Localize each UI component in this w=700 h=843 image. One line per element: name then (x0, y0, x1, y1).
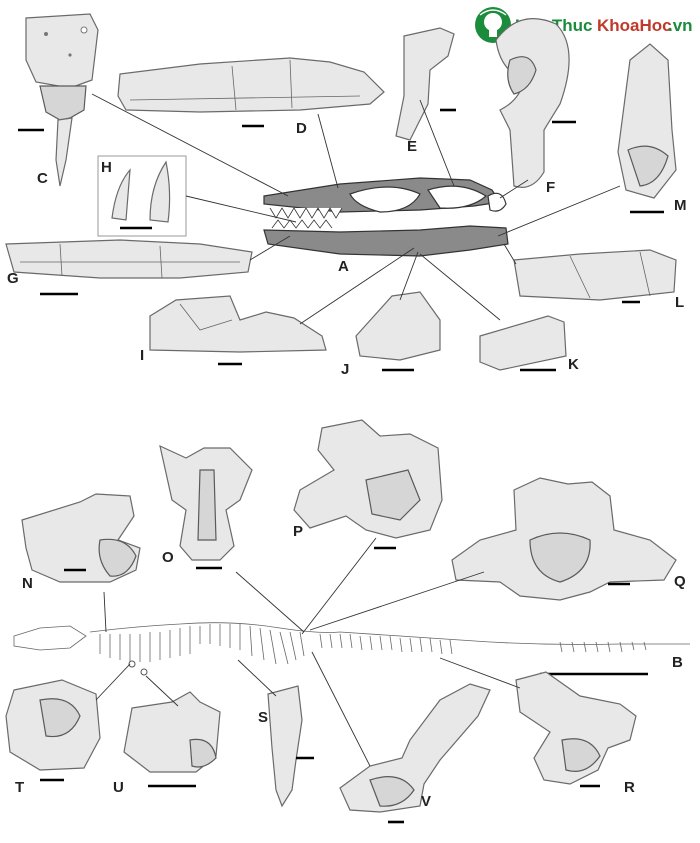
panel-label-g: G (7, 270, 19, 287)
panel-label-t: T (15, 779, 24, 796)
leader-lines-bottom (95, 537, 521, 767)
specimen-g (5, 239, 253, 296)
panel-label-r: R (624, 779, 635, 796)
watermark-suffix: .vn (668, 16, 693, 35)
skull-reconstruction-a (263, 177, 509, 257)
specimen-t (5, 679, 101, 782)
panel-label-a: A (338, 258, 349, 275)
specimen-r (515, 671, 637, 788)
panel-label-l: L (675, 294, 684, 311)
specimen-p (293, 419, 443, 550)
specimen-q (451, 477, 677, 601)
specimen-s (267, 685, 314, 808)
panel-label-v: V (421, 793, 431, 810)
specimen-d (117, 57, 385, 128)
skeleton-reconstruction-b (13, 622, 690, 676)
panel-label-j: J (341, 361, 349, 378)
panel-label-q: Q (674, 573, 686, 590)
specimen-l (513, 249, 677, 304)
watermark-site: KhoaHoc (597, 16, 672, 35)
panel-label-e: E (407, 138, 417, 155)
panel-label-s: S (258, 709, 268, 726)
specimen-i (149, 295, 327, 366)
specimen-f (495, 18, 576, 188)
specimen-k (479, 315, 567, 372)
specimen-h (97, 155, 187, 237)
panel-label-p: P (293, 523, 303, 540)
panel-label-n: N (22, 575, 33, 592)
panel-label-i: I (140, 347, 144, 364)
specimen-u (123, 691, 221, 788)
panel-label-c: C (37, 170, 48, 187)
leader-lines-top (91, 93, 621, 325)
panel-label-d: D (296, 120, 307, 137)
specimen-n (21, 493, 141, 583)
panel-label-h: H (101, 159, 112, 176)
panel-label-f: F (546, 179, 555, 196)
specimen-c (18, 13, 99, 187)
specimen-j (355, 291, 441, 372)
panel-label-u: U (113, 779, 124, 796)
panel-label-o: O (162, 549, 174, 566)
specimen-o (159, 444, 253, 570)
panel-label-k: K (568, 356, 579, 373)
panel-label-m: M (674, 197, 687, 214)
specimen-e (395, 27, 456, 141)
panel-label-b: B (672, 654, 683, 671)
specimen-m (617, 43, 677, 214)
specimen-v (339, 683, 491, 824)
